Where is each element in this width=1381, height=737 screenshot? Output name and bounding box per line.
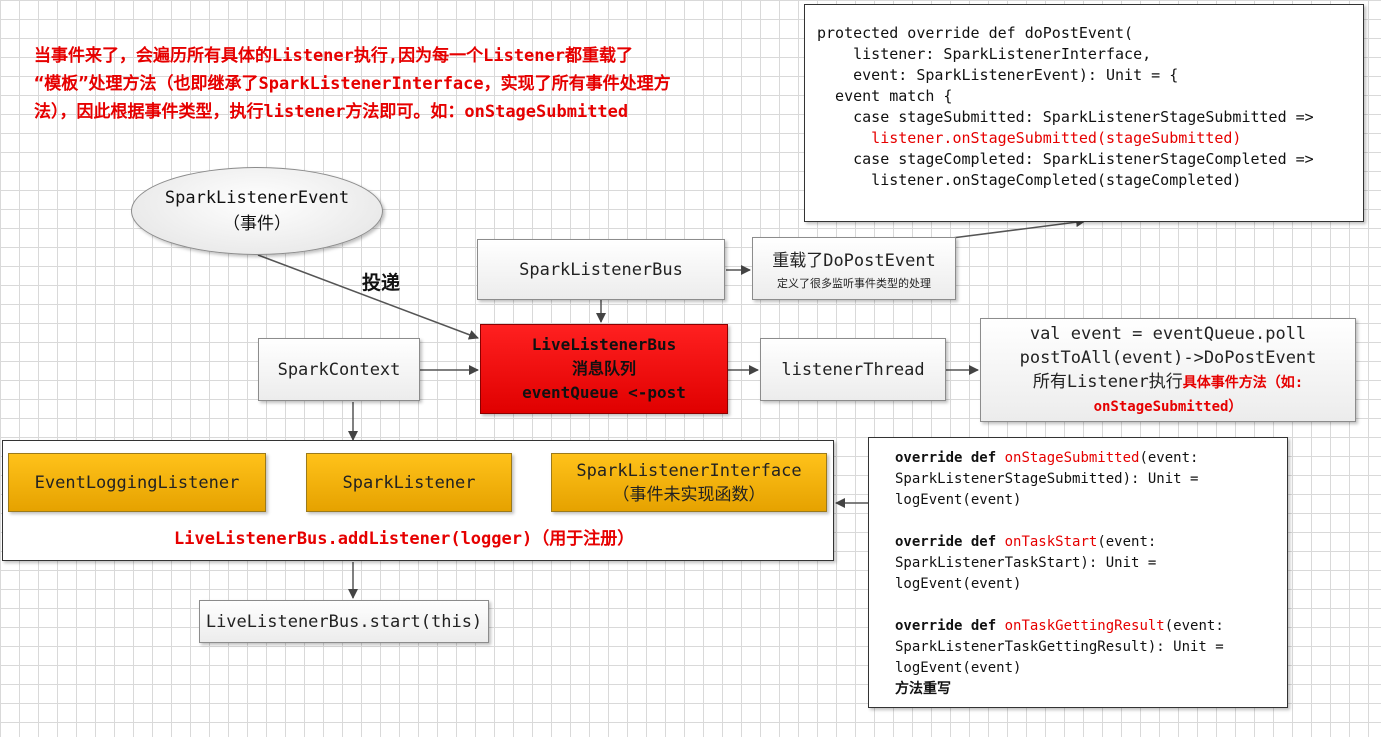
override-2: override def onTaskStart(event: SparkLis… — [895, 532, 1287, 595]
code-line-8: listener.onStageCompleted(stageCompleted… — [817, 171, 1242, 189]
post-line-2: postToAll(event)->DoPostEvent — [1019, 347, 1317, 368]
code-line-3: event: SparkListenerEvent): Unit = { — [817, 66, 1179, 84]
listener-thread-node: listenerThread — [760, 338, 946, 401]
override-3-sig: SparkListenerTaskGettingResult): Unit = — [895, 639, 1224, 655]
event-node-title: SparkListenerEvent — [164, 188, 350, 208]
note-line-3: 法），因此根据事件类型，执行listener方法即可。如：onStageSubm… — [34, 102, 629, 122]
override-2-name: onTaskStart — [1004, 534, 1098, 550]
post-line-1: val event = eventQueue.poll — [1029, 323, 1307, 344]
deliver-label: 投递 — [362, 272, 401, 294]
override-3: override def onTaskGettingResult(event: … — [895, 616, 1287, 679]
code-line-5: case stageSubmitted: SparkListenerStageS… — [817, 108, 1314, 126]
listener-thread-label: listenerThread — [781, 359, 925, 380]
live-bus-line-3: eventQueue <-post — [522, 383, 686, 402]
override-footer: 方法重写 — [895, 681, 951, 697]
override-1-body: logEvent(event) — [895, 492, 1022, 508]
arrow-override-to-code — [951, 217, 1086, 239]
spark-context-node: SparkContext — [258, 338, 420, 401]
post-line-4: onStageSubmitted） — [1093, 398, 1243, 415]
spark-listener-interface-node: SparkListenerInterface （事件未实现函数） — [551, 453, 827, 512]
override-3-body: logEvent(event) — [895, 660, 1022, 676]
add-listener-label: LiveListenerBus.addListener(logger)（用于注册… — [174, 529, 635, 549]
event-node-sub: （事件） — [223, 214, 291, 234]
code-line-4: event match { — [817, 87, 953, 105]
do-post-event-code-panel: protected override def doPostEvent( list… — [804, 4, 1364, 222]
start-label: LiveListenerBus.start(this) — [205, 611, 483, 632]
live-bus-line-1: LiveListenerBus — [531, 335, 677, 354]
override-1-name: onStageSubmitted — [1004, 450, 1140, 466]
override-1-args: (event: — [1139, 450, 1199, 466]
post-line-3-main: 所有Listener执行 — [1032, 371, 1183, 392]
override-title: 重载了DoPostEvent — [772, 251, 936, 271]
override-2-kw: override def — [895, 534, 997, 550]
spark-listener-bus-node: SparkListenerBus — [477, 239, 725, 300]
override-2-sig: SparkListenerTaskStart): Unit = — [895, 555, 1157, 571]
explanation-note: 当事件来了，会遍历所有具体的Listener执行,因为每一个Listener都重… — [34, 42, 794, 126]
post-to-all-node: val event = eventQueue.poll postToAll(ev… — [980, 318, 1356, 422]
override-sub: 定义了很多监听事件类型的处理 — [777, 277, 931, 290]
override-1-kw: override def — [895, 450, 997, 466]
interface-title: SparkListenerInterface — [576, 460, 802, 481]
override-3-name: onTaskGettingResult — [1004, 618, 1165, 634]
event-logging-listener-node: EventLoggingListener — [8, 453, 266, 512]
override-methods-panel: override def onStageSubmitted(event: Spa… — [868, 437, 1288, 708]
code-line-1: protected override def doPostEvent( — [817, 24, 1134, 42]
arrow-event-to-bus — [257, 254, 479, 340]
code-line-7: case stageCompleted: SparkListenerStageC… — [817, 150, 1314, 168]
interface-sub: （事件未实现函数） — [612, 484, 766, 505]
live-listener-bus-start-node: LiveListenerBus.start(this) — [199, 600, 489, 643]
note-line-1: 当事件来了，会遍历所有具体的Listener执行,因为每一个Listener都重… — [34, 46, 633, 66]
override-2-body: logEvent(event) — [895, 576, 1022, 592]
post-line-3-red: 具体事件方法（如: — [1182, 374, 1304, 391]
note-line-2: “模板”处理方法（也即继承了SparkListenerInterface，实现了… — [34, 74, 671, 94]
live-listener-bus-node: LiveListenerBus 消息队列 eventQueue <-post — [480, 324, 728, 414]
override-1-sig: SparkListenerStageSubmitted): Unit = — [895, 471, 1199, 487]
spark-listener-bus-label: SparkListenerBus — [519, 259, 683, 280]
override-do-post-event-node: 重载了DoPostEvent 定义了很多监听事件类型的处理 — [752, 237, 956, 300]
event-logging-listener-label: EventLoggingListener — [34, 472, 240, 493]
override-3-kw: override def — [895, 618, 997, 634]
post-line-3: 所有Listener执行具体事件方法（如: — [1033, 370, 1303, 395]
spark-listener-node: SparkListener — [306, 453, 512, 512]
live-bus-line-2: 消息队列 — [571, 359, 636, 378]
spark-context-label: SparkContext — [277, 359, 401, 380]
override-2-args: (event: — [1097, 534, 1157, 550]
spark-listener-event-node: SparkListenerEvent （事件） — [131, 167, 383, 255]
override-1: override def onStageSubmitted(event: Spa… — [895, 448, 1287, 511]
spark-listener-label: SparkListener — [342, 472, 476, 493]
code-line-6: listener.onStageSubmitted(stageSubmitted… — [817, 129, 1242, 147]
override-3-args: (event: — [1164, 618, 1224, 634]
code-line-2: listener: SparkListenerInterface, — [817, 45, 1152, 63]
